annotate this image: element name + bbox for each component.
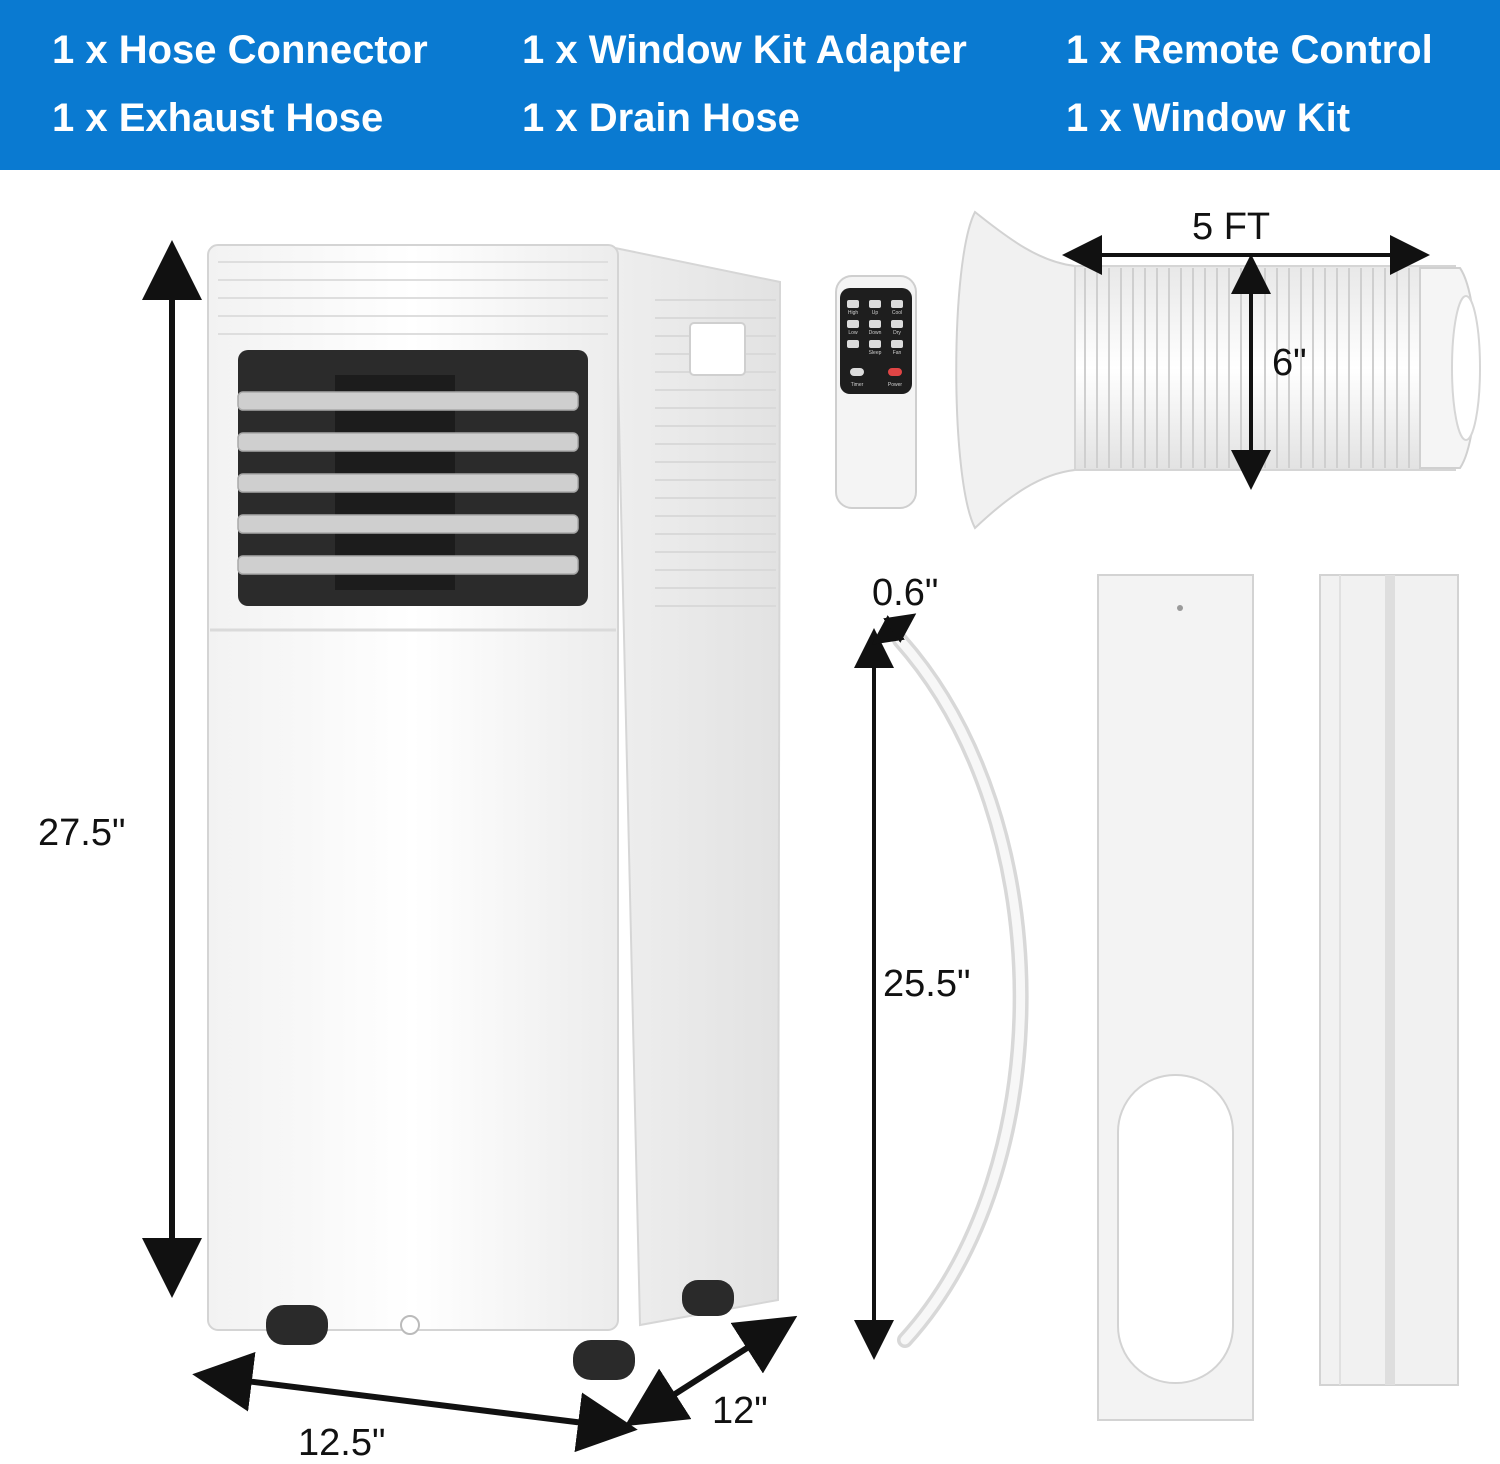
unit-width-label: 12.5" bbox=[298, 1422, 386, 1464]
remote-button-label: Fan bbox=[893, 350, 902, 356]
unit-height-label: 27.5" bbox=[38, 812, 126, 854]
contents-item-remote-control: 1 x Remote Control bbox=[1066, 28, 1433, 72]
hose-opening bbox=[1117, 1074, 1234, 1384]
unit-depth-label: 12" bbox=[712, 1390, 768, 1432]
louvers bbox=[237, 391, 579, 575]
drain-hose-length-label: 25.5" bbox=[883, 963, 971, 1005]
remote-button-label: Dry bbox=[893, 330, 901, 336]
remote-button-label: Low bbox=[848, 330, 858, 336]
remote-button-label: Cool bbox=[892, 310, 902, 316]
remote-button-label: High bbox=[848, 310, 859, 316]
remote-button-label: Sleep bbox=[869, 350, 882, 356]
contents-item-hose-connector: 1 x Hose Connector bbox=[52, 28, 428, 72]
side-handle bbox=[689, 322, 746, 376]
exhaust-hose bbox=[955, 210, 1481, 530]
remote-button-label: Power bbox=[888, 382, 903, 388]
window-kit bbox=[1097, 574, 1459, 1421]
remote-button-label: Down bbox=[869, 330, 882, 336]
contents-item-window-kit-adapter: 1 x Window Kit Adapter bbox=[522, 28, 967, 72]
contents-item-drain-hose: 1 x Drain Hose bbox=[522, 96, 800, 140]
contents-banner: 1 x Hose Connector 1 x Window Kit Adapte… bbox=[0, 0, 1500, 170]
remote-button-label: Up bbox=[872, 310, 879, 316]
width-dimension-line bbox=[192, 1351, 638, 1453]
contents-item-window-kit: 1 x Window Kit bbox=[1066, 96, 1351, 140]
drain-hose-diameter-label: 0.6" bbox=[872, 572, 939, 614]
remote-button-label: Timer bbox=[851, 382, 864, 388]
hose-length-label: 5 FT bbox=[1192, 206, 1271, 248]
hose-diameter-label: 6" bbox=[1272, 342, 1307, 384]
window-kit-adapter bbox=[955, 210, 1076, 530]
drain-plug bbox=[400, 1315, 420, 1335]
depth-dimension-line bbox=[624, 1315, 798, 1427]
air-conditioner-unit bbox=[207, 244, 782, 1380]
drain-hose-diameter-dimension-line bbox=[871, 613, 917, 645]
contents-item-exhaust-hose: 1 x Exhaust Hose bbox=[52, 96, 384, 140]
remote-control bbox=[835, 275, 917, 509]
